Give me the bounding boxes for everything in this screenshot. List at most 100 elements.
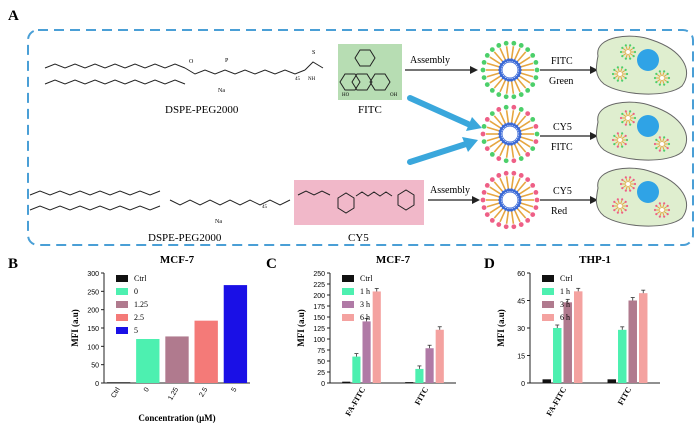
micelle-dye <box>511 170 517 176</box>
cell-particle-dye <box>663 215 666 218</box>
cell-particle-dye <box>624 77 627 80</box>
cell-particle-dye <box>621 198 624 201</box>
cell-particle-dye <box>632 187 635 190</box>
cell-particle-dye <box>611 72 615 76</box>
micelle-dye <box>484 212 490 217</box>
cell-nucleus <box>637 115 659 137</box>
micelle-head <box>518 201 522 205</box>
legend-swatch <box>342 301 354 308</box>
micelle-head <box>516 203 521 208</box>
cell-particle-core <box>660 76 664 80</box>
cell-particle-dye <box>629 189 632 192</box>
cell-particle-dye <box>653 208 657 212</box>
micelle-head <box>498 71 502 75</box>
micelle-dye <box>484 183 490 188</box>
cell-particle-dye <box>611 204 615 208</box>
bar <box>425 348 434 383</box>
micelle-chain <box>510 176 515 190</box>
micelle-dye <box>530 183 536 188</box>
micelle-chain <box>505 176 510 190</box>
micelle-dye <box>481 189 487 195</box>
bottom-peg-subscript: 45 <box>262 205 268 210</box>
cell-particle-dye <box>613 143 616 146</box>
cell-particle-dye <box>616 145 619 148</box>
micelle-head <box>512 141 516 145</box>
chart-title: MCF-7 <box>376 254 411 266</box>
micelle-head <box>506 122 511 126</box>
micelle-head <box>498 129 502 133</box>
ester-o-1: O <box>189 59 194 65</box>
micelle-head <box>498 132 502 136</box>
micelle-head <box>499 73 504 78</box>
micelle-dye <box>480 67 486 73</box>
legend-label: 6 h <box>560 313 570 322</box>
micelle-head <box>501 124 505 128</box>
micelle-chain <box>489 75 502 84</box>
y-tick-label: 100 <box>87 344 99 351</box>
x-tick-label: 0 <box>143 386 151 393</box>
cell-particle-dye <box>621 46 624 49</box>
micelle-chain <box>493 181 504 193</box>
cell-particle-dye <box>629 176 632 179</box>
micelle-core <box>501 61 519 79</box>
cell-particle-dye <box>655 72 658 75</box>
micelle-head <box>518 68 522 72</box>
micelle-head <box>501 206 505 210</box>
mid-uptake-arrowhead <box>590 132 598 140</box>
micelle-head <box>498 198 502 202</box>
micelle-head <box>501 140 505 144</box>
micelle-dye <box>518 173 524 178</box>
legend-swatch <box>116 327 128 334</box>
cy5-structure-box <box>294 180 424 225</box>
cell-nucleus <box>637 49 659 71</box>
micelle-dye <box>530 53 536 58</box>
top-uptake-arrowhead <box>590 66 598 74</box>
micelle-chain <box>510 144 515 158</box>
micelle-chain <box>493 77 504 89</box>
cell-particle-dye <box>613 68 616 71</box>
micelle-dye <box>489 88 495 93</box>
micelle-head <box>504 207 508 211</box>
legend-swatch <box>116 275 128 282</box>
micelle-chain <box>516 141 527 153</box>
y-tick-label: 200 <box>87 308 99 315</box>
micelle-dye <box>534 67 540 73</box>
micelle-chain <box>520 126 534 132</box>
micelle-head <box>518 135 522 139</box>
top-channel-label: FITC <box>551 56 573 67</box>
y-tick-label: 300 <box>87 271 99 278</box>
fitc-micelle <box>480 40 540 100</box>
micelle-head <box>515 76 519 80</box>
cell-red <box>595 167 688 227</box>
micelle-chain <box>520 62 534 68</box>
fitc-oh-label: OH <box>390 93 398 98</box>
top-assembly-label: Assembly <box>410 55 450 66</box>
cell-particle-dye <box>632 46 635 49</box>
bar <box>553 328 562 383</box>
cell-particle-dye <box>655 81 658 84</box>
cell-particle-dye <box>658 202 661 205</box>
y-tick-label: 200 <box>313 293 325 300</box>
legend-label: 0 <box>134 287 138 296</box>
mid-channel-label-2: FITC <box>551 142 573 153</box>
legend-swatch <box>342 314 354 321</box>
micelle-chain <box>505 144 510 158</box>
micelle-dye <box>530 82 536 87</box>
micelle-dye <box>496 173 502 178</box>
cell-particle-core <box>626 50 630 54</box>
y-tick-label: 30 <box>517 326 525 333</box>
cell-particle-dye <box>658 83 661 86</box>
cell-particle-dye <box>621 211 624 214</box>
legend-label: 1 h <box>560 287 570 296</box>
micelle-dye <box>489 152 495 157</box>
micelle-head <box>512 123 516 127</box>
micelle-head <box>512 207 516 211</box>
x-tick-label: 5 <box>231 386 239 393</box>
micelle-chain <box>516 51 527 63</box>
micelle-dye <box>525 218 531 223</box>
x-tick-label: Ctrl <box>110 386 122 399</box>
y-tick-label: 15 <box>517 354 525 361</box>
micelle-chain <box>516 77 527 89</box>
